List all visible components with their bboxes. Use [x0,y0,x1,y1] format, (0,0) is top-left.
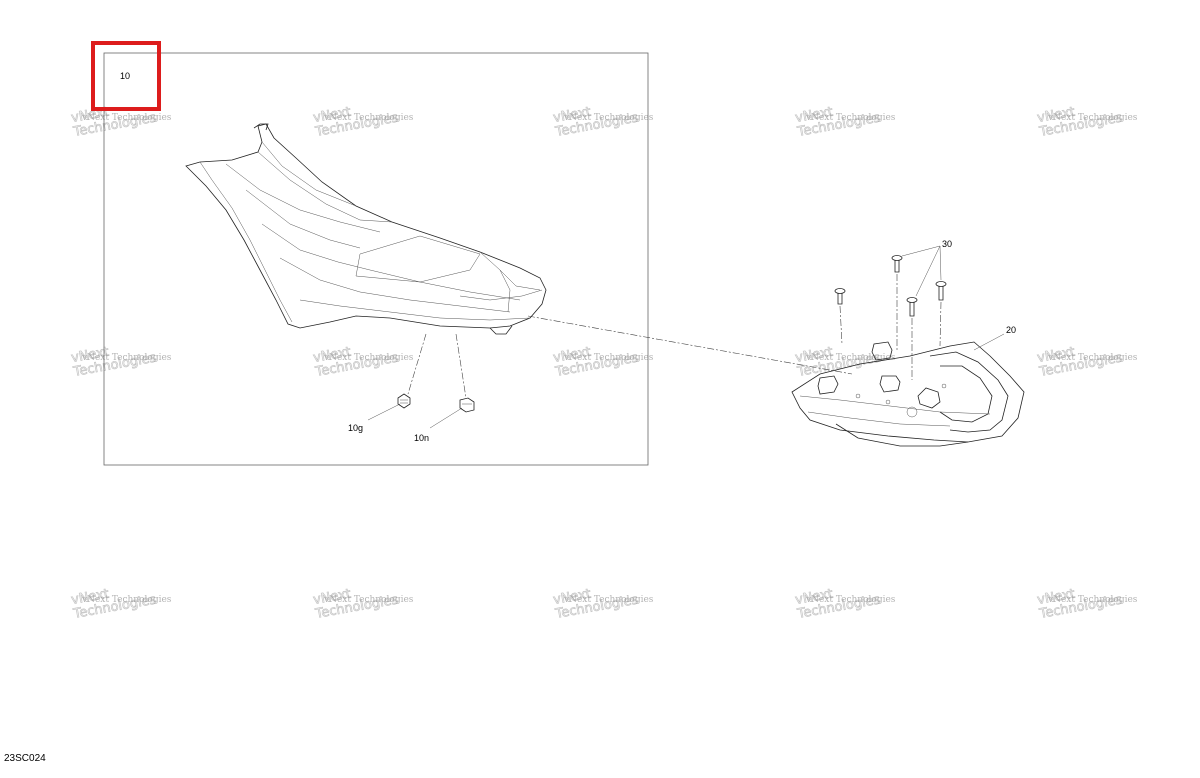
watermark-word-top: vNext [552,587,592,608]
fastener-10g[interactable] [397,393,411,409]
callout-10[interactable]: 10 [120,71,130,81]
diagram-code: 23SC024 [4,753,46,764]
screw-4[interactable] [935,281,947,301]
watermark-word-top: vNext [1036,587,1076,608]
watermark-word-top: vNext [1036,105,1076,126]
rack-clip-center [879,375,901,393]
watermark-word-top: vNext [312,587,352,608]
watermark-overlay: vNext Technologies [323,113,414,123]
watermark-overlay: vNext Technologies [1047,113,1138,123]
watermark-overlay: vNext Technologies [323,353,414,363]
screw-2[interactable] [891,255,903,273]
watermark-word-top: vNext [552,105,592,126]
rack-clip-top [871,341,893,361]
watermark-word-top: vNext [794,345,834,366]
watermark-overlay: vNext Technologies [323,595,414,605]
rack-clip-right [917,387,941,409]
leader-10n [455,333,467,399]
watermark-word-top: vNext [312,345,352,366]
leader-line-30 [901,245,942,297]
leader-10g [407,333,427,395]
leader-line-10n [429,407,463,429]
watermark-overlay: vNext Technologies [81,595,172,605]
watermark-overlay: vNext Technologies [805,595,896,605]
rack-20[interactable] [791,341,1025,447]
watermark-word-top: vNext [794,587,834,608]
watermark-overlay: vNext Technologies [563,353,654,363]
watermark-overlay: vNext Technologies [805,113,896,123]
watermark-word-top: vNext [794,105,834,126]
screw-3[interactable] [906,297,918,317]
watermark-word-top: vNext [70,587,110,608]
watermark-overlay: vNext Technologies [563,595,654,605]
watermark-overlay: vNext Technologies [563,113,654,123]
rack-clip-left [817,375,839,395]
watermark-overlay: vNext Technologies [1047,353,1138,363]
callout-10g[interactable]: 10g [348,423,363,433]
watermark-overlay: vNext Technologies [805,353,896,363]
leader-seat-to-rack [527,315,853,375]
watermark-word-top: vNext [70,345,110,366]
callout-10n[interactable]: 10n [414,433,429,443]
watermark-overlay: vNext Technologies [81,113,172,123]
assembly-frame [103,52,649,466]
screw-set-30[interactable] [834,255,947,317]
leader-line-10g [367,403,401,421]
callout-20[interactable]: 20 [1006,325,1016,335]
watermark-overlay: vNext Technologies [1047,595,1138,605]
watermark-word-top: vNext [1036,345,1076,366]
callout-30[interactable]: 30 [942,239,952,249]
leader-line-20 [973,333,1005,351]
seat-drawing[interactable] [185,123,547,335]
screw-axis-4 [939,301,942,347]
watermark-word-top: vNext [312,105,352,126]
highlight-box[interactable] [91,41,161,111]
watermark-overlay: vNext Technologies [81,353,172,363]
screw-axis-1 [839,305,843,345]
screw-1[interactable] [834,288,846,305]
fastener-10n[interactable] [459,397,475,413]
watermark-word-top: vNext [552,345,592,366]
